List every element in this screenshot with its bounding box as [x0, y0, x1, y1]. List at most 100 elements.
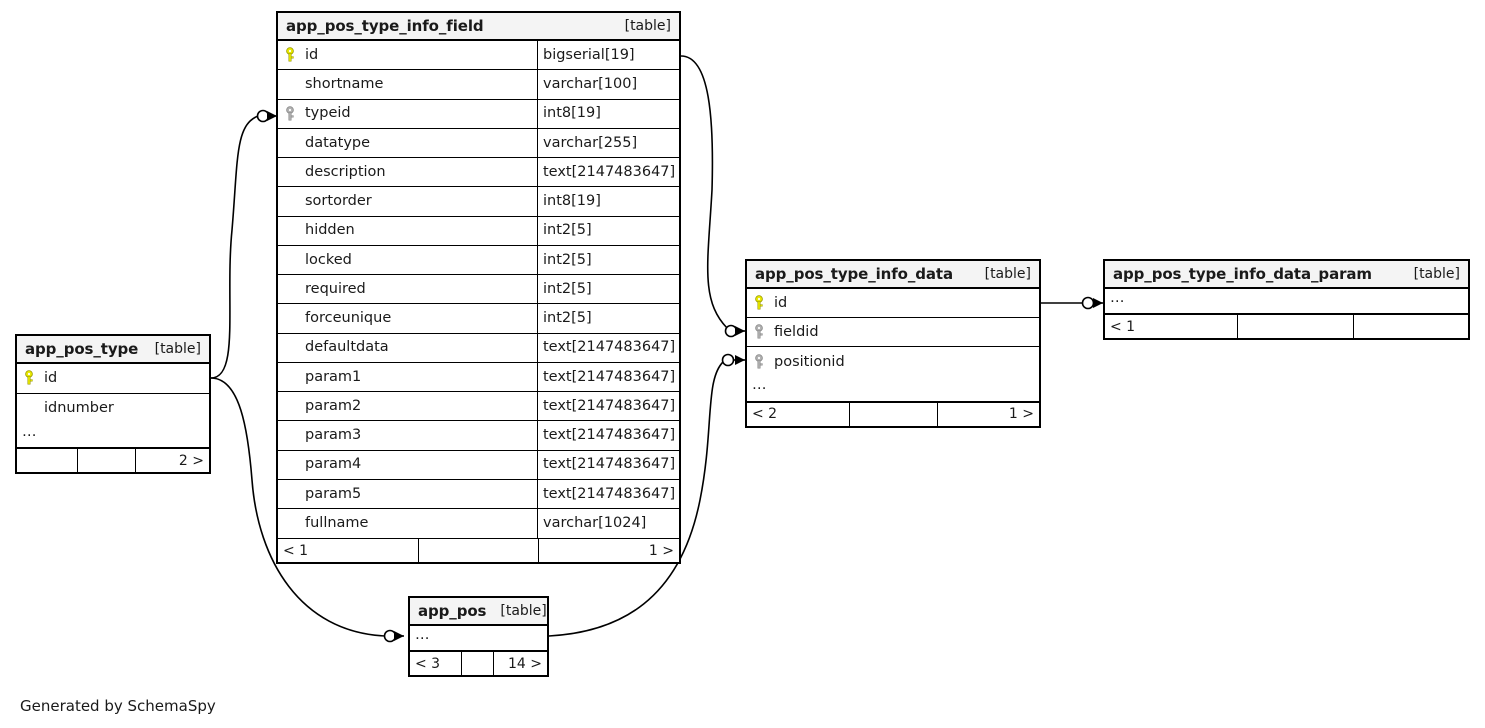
column-name-cell: id: [17, 364, 209, 393]
table-footer: < 3 14 >: [410, 651, 547, 675]
table-title: app_pos_type: [25, 339, 139, 358]
table-header: app_pos [table]: [410, 598, 547, 626]
column-name-cell: param3: [278, 421, 537, 449]
column-type: int2[5]: [537, 245, 679, 274]
table-kind-label: [table]: [154, 341, 201, 357]
column-name: id: [774, 294, 788, 311]
column-name-cell: shortname: [278, 70, 537, 98]
column-row[interactable]: id: [747, 289, 1039, 319]
column-type: text[2147483647]: [537, 479, 679, 508]
foreign-key-icon: [753, 324, 766, 340]
more-columns-indicator: …: [17, 423, 209, 448]
footer-parent-count: < 1: [283, 542, 309, 559]
column-name-cell: locked: [278, 246, 537, 274]
column-name: param2: [305, 397, 362, 414]
footer-middle: [849, 402, 937, 426]
column-row[interactable]: positionid: [747, 347, 1039, 376]
column-row[interactable]: typeid int8[19]: [278, 99, 679, 129]
primary-key-icon: [284, 47, 297, 63]
column-name-cell: param1: [278, 363, 537, 391]
column-type: varchar[255]: [537, 128, 679, 157]
table-kind-label: [table]: [984, 266, 1031, 282]
column-row[interactable]: sortorder int8[19]: [278, 187, 679, 217]
column-row[interactable]: description text[2147483647]: [278, 158, 679, 188]
column-type: int8[19]: [537, 187, 679, 216]
column-name: locked: [305, 251, 352, 268]
column-name: description: [305, 163, 386, 180]
column-name-cell: fieldid: [747, 318, 1039, 346]
column-name: positionid: [774, 353, 845, 370]
column-type: varchar[100]: [537, 70, 679, 99]
column-name-cell: datatype: [278, 129, 537, 157]
column-row[interactable]: param5 text[2147483647]: [278, 479, 679, 509]
column-name-cell: idnumber: [17, 394, 209, 424]
footer-child-count: 1 >: [538, 539, 679, 563]
column-name-cell: positionid: [747, 347, 1039, 376]
table-title: app_pos: [418, 601, 487, 620]
primary-key-icon: [753, 295, 766, 311]
table-header: app_pos_type_info_field [table]: [278, 13, 679, 41]
column-row[interactable]: locked int2[5]: [278, 245, 679, 275]
table-kind-label: [table]: [1413, 266, 1460, 282]
table-header: app_pos_type_info_data_param [table]: [1105, 261, 1468, 289]
table-footer: < 1: [1105, 314, 1468, 338]
column-name: id: [44, 370, 58, 386]
column-type: int2[5]: [537, 275, 679, 304]
column-name: forceunique: [305, 310, 392, 327]
footer-middle: [461, 652, 493, 675]
column-name: fullname: [305, 515, 369, 532]
column-type: text[2147483647]: [537, 333, 679, 362]
column-name-cell: param4: [278, 451, 537, 479]
column-list: id idnumber: [17, 364, 209, 423]
column-name-cell: typeid: [278, 100, 537, 128]
footer-middle: [1237, 315, 1353, 338]
table-app_pos_type_info_data_param[interactable]: app_pos_type_info_data_param [table] … <…: [1103, 259, 1470, 340]
column-name-cell: fullname: [278, 509, 537, 538]
column-name: sortorder: [305, 193, 372, 210]
column-row[interactable]: idnumber: [17, 394, 209, 424]
column-list: id fieldid positionid: [747, 289, 1039, 377]
column-name-cell: id: [747, 289, 1039, 317]
footer-child-count: 2 >: [135, 449, 209, 472]
column-type: int8[19]: [537, 99, 679, 128]
column-name: param4: [305, 456, 362, 473]
table-kind-label: [table]: [500, 603, 547, 619]
table-app_pos[interactable]: app_pos [table] … < 3 14 >: [408, 596, 549, 677]
footer-child-count: [1353, 315, 1468, 338]
column-row[interactable]: param4 text[2147483647]: [278, 450, 679, 480]
column-name: hidden: [305, 222, 355, 239]
column-type: text[2147483647]: [537, 450, 679, 479]
column-name: param5: [305, 485, 362, 502]
column-row[interactable]: fieldid: [747, 318, 1039, 348]
footer-middle: [77, 449, 135, 472]
edge-app-pos-type-to-info-field: [210, 109, 277, 379]
table-app_pos_type_info_data[interactable]: app_pos_type_info_data [table] id fieldid…: [745, 259, 1041, 428]
edge-endpoint-circle: [256, 109, 270, 123]
table-app_pos_type[interactable]: app_pos_type [table] id idnumber … 2 >: [15, 334, 211, 474]
foreign-key-icon: [284, 105, 297, 122]
column-name: id: [305, 46, 319, 63]
column-type: text[2147483647]: [537, 158, 679, 187]
column-name-cell: description: [278, 158, 537, 186]
column-name-cell: hidden: [278, 217, 537, 245]
column-name-cell: id: [278, 41, 537, 69]
table-header: app_pos_type [table]: [17, 336, 209, 364]
footer-parent-count: < 1: [1110, 318, 1136, 335]
column-row[interactable]: id: [17, 364, 209, 394]
column-name: typeid: [305, 105, 351, 122]
table-title: app_pos_type_info_data: [755, 264, 954, 283]
